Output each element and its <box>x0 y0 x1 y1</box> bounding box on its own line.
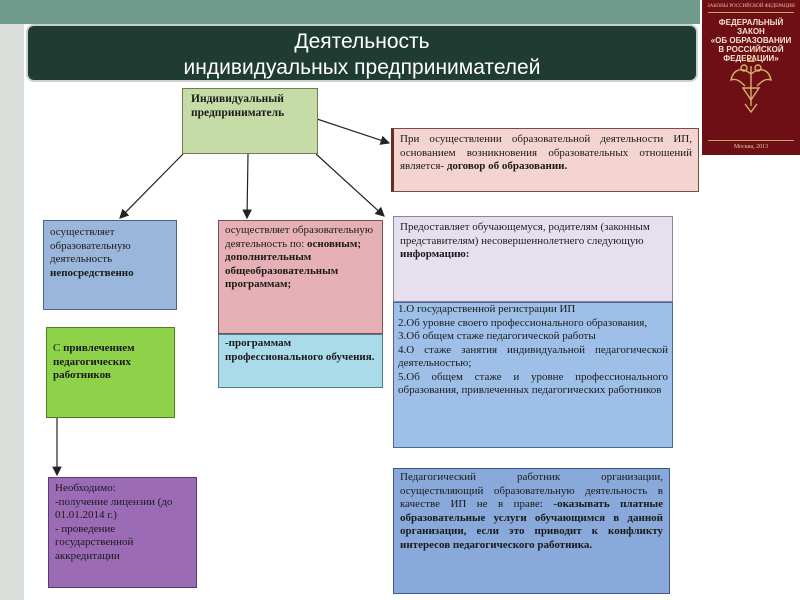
required-heading: Необходимо: <box>55 482 116 494</box>
title-line-1: Деятельность <box>294 30 430 53</box>
direct-bold: непосредственно <box>50 266 134 279</box>
professional-training-box: -программам профессионального обучения. <box>218 334 383 388</box>
title-line-2: индивидуальных предпринимателей <box>183 56 541 79</box>
ip-line-2: предприниматель <box>191 106 285 119</box>
slide-title: Деятельность индивидуальных предпринимат… <box>26 24 698 82</box>
top-background-strip <box>0 0 700 24</box>
arrow-to-provides <box>315 153 385 217</box>
programs-bold: основным; дополнительным общеобразовател… <box>225 237 362 291</box>
prof-bold: -программам профессионального обучения. <box>225 337 375 363</box>
required-license: -получение лицензии (до 01.01.2014 г.) <box>55 495 173 522</box>
arrow-to-direct <box>119 153 184 219</box>
programs-activity-box: осуществляет образовательную деятельност… <box>218 220 383 334</box>
list-item: 4.О стаже занятия индивидуальной педагог… <box>398 343 668 370</box>
book-rule-top <box>708 12 794 13</box>
provides-text: Предоставляет обучающемуся, родителям (з… <box>400 221 650 247</box>
requirements-box: Необходимо: -получение лицензии (до 01.0… <box>48 477 197 588</box>
programs-text: осуществляет образовательную деятельност… <box>225 224 374 250</box>
contract-text: При осуществлении образовательной деятел… <box>400 133 692 172</box>
book-title-line-4: ФЕДЕРАЦИИ» <box>723 54 779 63</box>
contract-basis-box: При осуществлении образовательной деятел… <box>391 128 699 192</box>
book-title: ФЕДЕРАЛЬНЫЙ ЗАКОН «ОБ ОБРАЗОВАНИИ В РОСС… <box>706 18 796 63</box>
book-title-line-1: ФЕДЕРАЛЬНЫЙ ЗАКОН <box>718 18 784 36</box>
teacher-restriction-box: Педагогический работник организации, осу… <box>393 468 670 594</box>
direct-text: осуществляет образовательную деятельност… <box>50 226 131 265</box>
law-book-cover: ЗАКОНЫ РОССИЙСКОЙ ФЕДЕРАЦИИ ФЕДЕРАЛЬНЫЙ … <box>702 0 800 155</box>
left-background-strip <box>0 0 24 600</box>
information-list-box: 1.О государственной регистрации ИП 2.Об … <box>393 302 673 448</box>
provides-bold: информацию: <box>400 248 470 260</box>
contract-bold: договор об образовании. <box>446 160 568 172</box>
list-item: 2.Об уровне своего профессионального обр… <box>398 316 648 329</box>
list-item: 3.Об общем стаже педагогической работы <box>398 330 596 342</box>
individual-entrepreneur-box: Индивидуальный предприниматель <box>182 88 318 154</box>
rights-bold: -оказывать платные образовательные услуг… <box>400 498 664 551</box>
book-year: Москва, 2013 <box>733 144 769 150</box>
book-title-line-3: В РОССИЙСКОЙ <box>718 45 784 54</box>
book-rule-bottom <box>708 140 794 141</box>
list-item: 5.Об общем стаже и уровне профессиональн… <box>398 370 668 397</box>
required-accreditation: - проведение государственной аккредитаци… <box>55 522 134 562</box>
ip-line-1: Индивидуальный <box>191 93 284 105</box>
attract-text: С <box>53 342 61 354</box>
book-series: ЗАКОНЫ РОССИЙСКОЙ ФЕДЕРАЦИИ <box>707 4 795 9</box>
book-title-line-2: «ОБ ОБРАЗОВАНИИ <box>710 36 792 45</box>
attract-teachers-box: С привлечением педагогических работников <box>46 327 175 418</box>
rights-text: Педагогический работник организации, осу… <box>400 471 663 510</box>
double-headed-eagle-icon <box>730 58 772 114</box>
arrow-to-programs <box>242 153 252 220</box>
provides-information-box: Предоставляет обучающемуся, родителям (з… <box>393 216 673 302</box>
direct-activity-box: осуществляет образовательную деятельност… <box>43 220 177 310</box>
arrow-to-contract <box>310 116 391 145</box>
list-item: 1.О государственной регистрации ИП <box>398 303 576 315</box>
attract-bold: привлечением педагогических работников <box>53 342 135 381</box>
